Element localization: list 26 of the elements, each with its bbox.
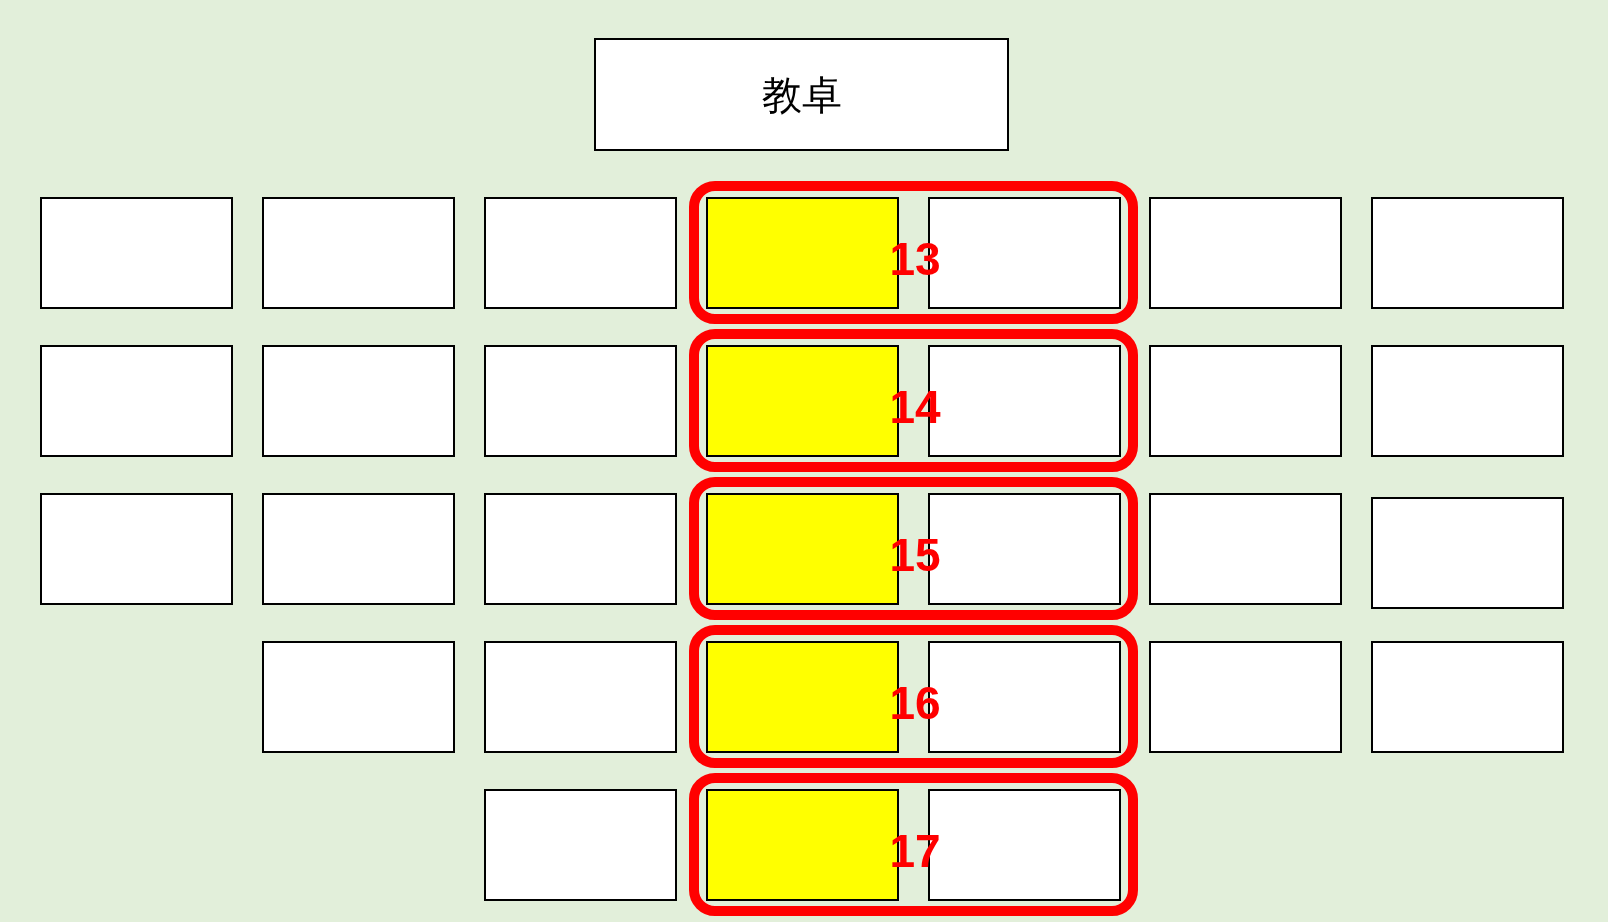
desk-box	[484, 789, 677, 901]
desk-box	[1149, 641, 1342, 753]
desk-box	[1371, 345, 1564, 457]
desk-box	[484, 197, 677, 309]
desk-box	[484, 345, 677, 457]
desk-box	[1371, 641, 1564, 753]
desk-box	[40, 197, 233, 309]
desk-box	[484, 641, 677, 753]
seat-pair-frame	[689, 329, 1138, 472]
desk-box	[1149, 197, 1342, 309]
desk-box	[1371, 197, 1564, 309]
desk-box	[40, 345, 233, 457]
desk-box	[262, 641, 455, 753]
seat-pair-frame	[689, 477, 1138, 620]
desk-box	[262, 197, 455, 309]
desk-box	[262, 493, 455, 605]
seat-pair-frame	[689, 773, 1138, 916]
seat-pair-frame	[689, 625, 1138, 768]
desk-box	[40, 493, 233, 605]
desk-box	[1149, 493, 1342, 605]
seat-pair-frame	[689, 181, 1138, 324]
teacher-desk-box: 教卓	[594, 38, 1009, 151]
desk-box	[1371, 497, 1564, 609]
desk-box	[1149, 345, 1342, 457]
desk-box	[262, 345, 455, 457]
desk-box	[484, 493, 677, 605]
